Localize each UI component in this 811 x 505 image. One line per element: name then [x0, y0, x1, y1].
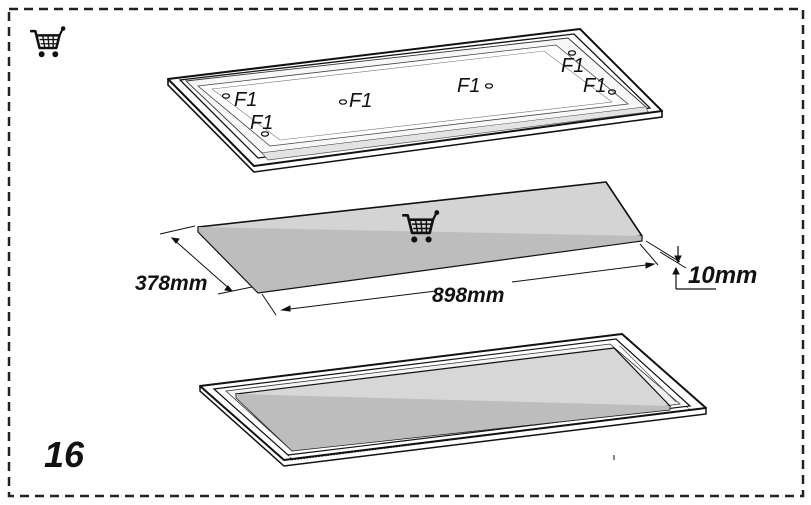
dashed-frame — [7, 7, 805, 498]
dimension-width: 898mm — [432, 284, 504, 307]
dimension-depth: 378mm — [135, 272, 207, 295]
step-number: 16 — [44, 434, 85, 475]
bottom-tray — [199, 333, 707, 467]
fastener-label-5: F1 — [561, 55, 584, 77]
top-tray — [167, 28, 663, 173]
fastener-label-1: F1 — [234, 89, 257, 111]
dimension-lines — [159, 225, 716, 316]
fastener-label-6: F1 — [583, 75, 606, 97]
shopping-cart-icon — [28, 24, 67, 59]
fastener-label-4: F1 — [457, 75, 480, 97]
dimension-thickness: 10mm — [688, 262, 757, 289]
middle-panel — [197, 181, 643, 294]
fastener-label-2: F1 — [250, 112, 273, 134]
fastener-label-3: F1 — [349, 90, 372, 112]
